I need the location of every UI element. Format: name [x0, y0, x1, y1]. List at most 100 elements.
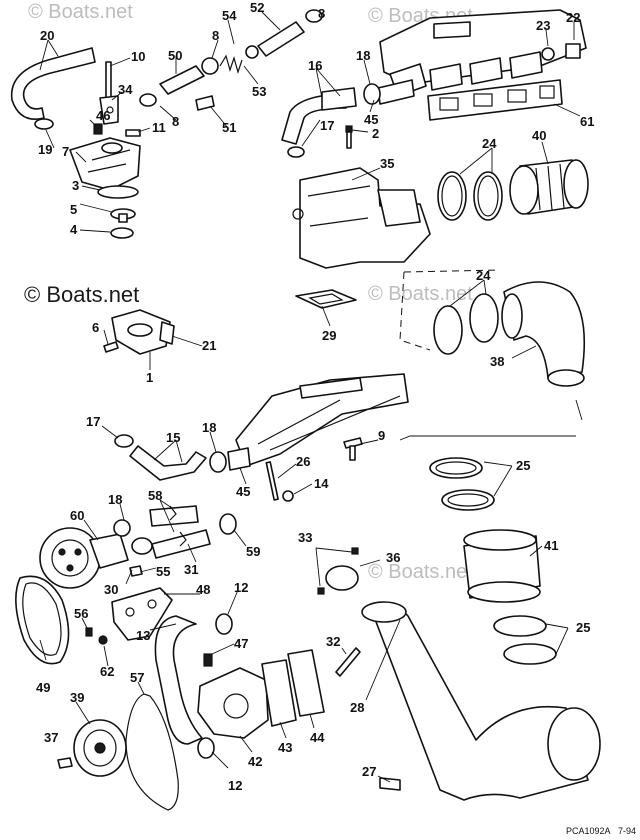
callout-25-top: 25	[516, 458, 530, 473]
bolt-6	[103, 341, 119, 353]
gasket-43	[261, 659, 297, 727]
water-pump-42	[197, 667, 269, 739]
callout-49: 49	[36, 680, 50, 695]
exhaust-elbow-35	[292, 167, 431, 269]
callout-54: 54	[222, 8, 237, 23]
clamp-18-top	[363, 83, 381, 105]
callout-53: 53	[252, 84, 266, 99]
exhaust-manifold-lower	[227, 373, 409, 471]
callout-15: 15	[166, 430, 180, 445]
callout-46: 46	[96, 108, 110, 123]
callout-3: 3	[72, 178, 79, 193]
callout-24-top: 24	[482, 136, 497, 151]
callout-38: 38	[490, 354, 504, 369]
bolt-27	[379, 777, 401, 791]
gasket-29	[295, 289, 357, 309]
callout-8-left: 8	[172, 114, 179, 129]
bolt-55	[129, 565, 143, 577]
hose-13	[154, 615, 203, 745]
callout-61: 61	[580, 114, 594, 129]
figure-date: 7-94	[618, 826, 636, 836]
callout-1: 1	[146, 370, 153, 385]
exhaust-manifold-top	[377, 9, 587, 105]
hose-16	[281, 87, 357, 145]
clamp-24-c	[433, 305, 463, 355]
bracket-48	[111, 587, 173, 641]
belt-49	[15, 575, 70, 665]
watermark-middle: © Boats.net	[24, 282, 139, 307]
bolt-9	[343, 437, 363, 461]
hose-20	[10, 47, 96, 120]
clamp-25-a	[429, 457, 483, 479]
callout-29: 29	[322, 328, 336, 343]
hose-58-31	[149, 505, 211, 559]
thermostat-base-1	[111, 309, 171, 355]
pulley-39	[73, 719, 127, 777]
clamp-25-c	[493, 615, 547, 637]
callout-57: 57	[130, 670, 144, 685]
gasket-3	[97, 185, 139, 199]
callout-24-lower: 24	[476, 268, 491, 283]
callout-33: 33	[298, 530, 312, 545]
spring-53	[219, 54, 243, 75]
watermark-top-left: © Boats.net	[28, 1, 133, 23]
callout-31: 31	[184, 562, 198, 577]
exhaust-pipe-28	[361, 601, 601, 801]
callout-18-top: 18	[356, 48, 370, 63]
callout-42: 42	[248, 754, 262, 769]
callout-34: 34	[118, 82, 133, 97]
clamp-59	[219, 513, 237, 535]
bolt-37	[57, 757, 73, 769]
callout-18-pump: 18	[108, 492, 122, 507]
callout-12-bottom: 12	[228, 778, 242, 793]
clamp-12-bottom	[197, 737, 215, 759]
gasket-44	[287, 649, 325, 717]
callout-60: 60	[70, 508, 84, 523]
callout-22: 22	[566, 10, 580, 25]
stud-32	[335, 647, 361, 677]
pump-body-18	[89, 519, 131, 569]
cap-23	[541, 47, 555, 61]
clamp-25-b	[441, 489, 495, 511]
callout-25-lower: 25	[576, 620, 590, 635]
stud-10	[105, 61, 112, 99]
figure-code: PCA1092A	[566, 826, 611, 836]
bellows-40	[509, 159, 589, 215]
callout-47: 47	[234, 636, 248, 651]
callout-10: 10	[131, 49, 145, 64]
callout-37: 37	[44, 730, 58, 745]
callout-5: 5	[70, 202, 77, 217]
fitting-8-middle	[201, 57, 219, 75]
fitting-8-top	[305, 9, 323, 23]
clamp-8-left	[139, 93, 157, 107]
callout-48: 48	[196, 582, 210, 597]
pulley-60	[39, 527, 101, 589]
clamp-24-d	[469, 293, 499, 343]
belt-57	[125, 693, 179, 811]
sender-46	[93, 123, 103, 135]
callout-14: 14	[314, 476, 329, 491]
callout-13: 13	[136, 628, 150, 643]
callout-16: 16	[308, 58, 322, 73]
callout-7: 7	[62, 144, 69, 159]
callout-8-middle: 8	[212, 28, 219, 43]
clamp-12-top	[215, 613, 233, 635]
callout-39: 39	[70, 690, 84, 705]
callout-6: 6	[92, 320, 99, 335]
callout-18-lower: 18	[202, 420, 216, 435]
watermark-lower-right: © Boats.net	[368, 561, 473, 583]
sender-47	[203, 653, 213, 667]
leader-lines	[39, 11, 583, 783]
gasket-21	[159, 321, 175, 345]
callout-4: 4	[70, 222, 78, 237]
clamp-18-lower	[209, 451, 227, 473]
callout-23: 23	[536, 18, 550, 33]
fitting-30	[131, 537, 153, 555]
thermostat-5	[110, 208, 136, 223]
optional-kit-bracket	[399, 269, 501, 351]
callout-43: 43	[278, 740, 292, 755]
fitting-54	[245, 45, 259, 59]
washer-62	[98, 635, 108, 645]
callout-28: 28	[350, 700, 364, 715]
